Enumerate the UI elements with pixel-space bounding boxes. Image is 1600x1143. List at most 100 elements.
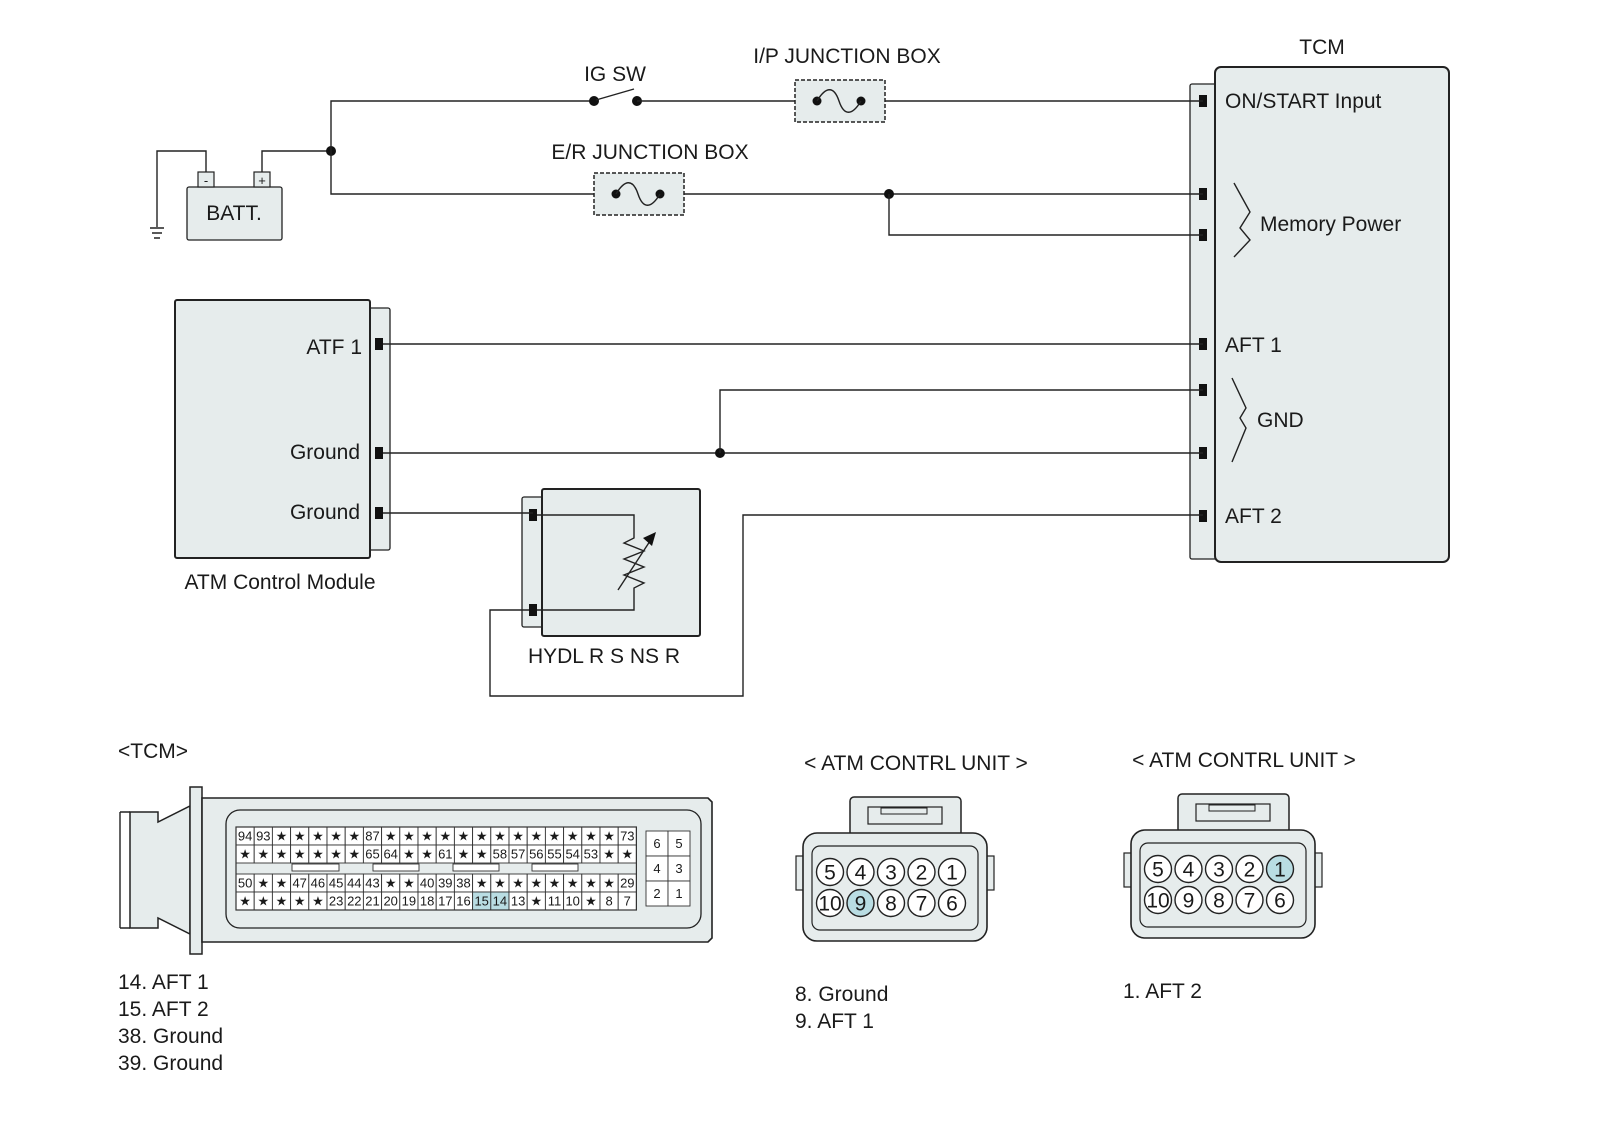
atm-terminal-atf1 xyxy=(375,338,383,350)
tcm-aft2-label: AFT 2 xyxy=(1225,505,1282,528)
atm-unit-a-housing xyxy=(802,832,988,942)
tcm-pin-label: 58 xyxy=(493,847,507,862)
tcm-pin-label: 44 xyxy=(347,876,361,891)
memory-power-brace xyxy=(1233,182,1251,258)
atm-unit-b-pin xyxy=(1204,854,1234,884)
atm-unit-b-pin-label: 5 xyxy=(1152,859,1164,882)
er-junction-box-label: E/R JUNCTION BOX xyxy=(551,141,748,164)
atm-unit-b-pin xyxy=(1265,854,1295,884)
atm-unit-b-pin-label: 8 xyxy=(1213,890,1225,913)
tcm-pin-label: ★ xyxy=(530,894,542,909)
ground-wire-1 xyxy=(719,389,1203,453)
atm-unit-b-pin-label: 7 xyxy=(1244,890,1256,913)
atm-unit-b-pin-label: 9 xyxy=(1183,890,1195,913)
atm-unit-a-title: < ATM CONTRL UNIT > xyxy=(804,752,1028,775)
tcm-pin-label: 20 xyxy=(383,894,397,909)
atm-ground-2-label: Ground xyxy=(290,501,360,524)
tcm-pin-label: ★ xyxy=(403,876,415,891)
tcm-pin-label: ★ xyxy=(603,829,615,844)
tcm-pin-label: ★ xyxy=(512,829,524,844)
atm-unit-a-pin-area xyxy=(811,845,979,931)
ip-fuse-icon xyxy=(816,89,862,113)
tcm-pin-label: ★ xyxy=(549,829,561,844)
tcm-pin-label: ★ xyxy=(458,829,470,844)
atm-unit-a-pin xyxy=(815,857,845,887)
tcm-title: TCM xyxy=(1299,36,1345,59)
tcm-pin-label: 45 xyxy=(329,876,343,891)
tcm-pin-label: ★ xyxy=(294,829,306,844)
tcm-pin-label: 14 xyxy=(493,894,507,909)
tcm-pin-label: ★ xyxy=(330,847,342,862)
tcm-aft1-label: AFT 1 xyxy=(1225,334,1282,357)
atm-unit-b-pin xyxy=(1174,854,1203,884)
atm-unit-b-pin-label: 4 xyxy=(1183,859,1195,882)
atm-unit-a-pin-label: 5 xyxy=(824,862,836,885)
tcm-pin-label: 87 xyxy=(365,829,379,844)
tcm-connector-title: <TCM> xyxy=(118,740,188,763)
er-fuse-icon xyxy=(615,182,661,206)
tcm-pin-label: ★ xyxy=(403,829,415,844)
tcm-pin-label: ★ xyxy=(294,847,306,862)
tcm-pin-label: 46 xyxy=(311,876,325,891)
tcm-pin-label: ★ xyxy=(348,847,360,862)
tcm-key-slot xyxy=(452,863,500,872)
tcm-key-slot xyxy=(291,863,340,872)
atm-ground-1-label: Ground xyxy=(290,441,360,464)
atm-unit-a-pin xyxy=(937,857,967,887)
tcm-connector-tab xyxy=(119,811,130,929)
tcm-side-pin-label: 1 xyxy=(675,886,682,901)
tcm-gnd-label: GND xyxy=(1257,409,1304,432)
tcm-pin-label: ★ xyxy=(421,829,433,844)
tcm-pin-label: 39 xyxy=(438,876,452,891)
atm-unit-a-pin xyxy=(907,888,936,918)
atm-unit-a-lock-detail xyxy=(880,807,928,815)
battery xyxy=(186,186,283,241)
atm-unit-a-pin-label: 2 xyxy=(916,862,928,885)
sensor-terminal-1 xyxy=(529,509,537,521)
aft2-wire xyxy=(489,514,1203,697)
gnd-brace xyxy=(1231,377,1247,463)
atm-unit-b-pin-label: 10 xyxy=(1146,890,1169,913)
hydraulic-sensor xyxy=(541,488,701,637)
sensor-caption: HYDL R S NS R xyxy=(528,645,680,668)
ig-switch-contact-a xyxy=(589,96,599,106)
tcm-side-pin-label: 3 xyxy=(675,861,682,876)
tcm-pin-label: 73 xyxy=(620,829,634,844)
tcm-pin-label: ★ xyxy=(530,876,542,891)
variable-resistor-arrow-icon xyxy=(617,537,653,591)
atm-unit-b-pin-label: 3 xyxy=(1213,859,1225,882)
tcm-pin-label: 43 xyxy=(365,876,379,891)
atm-unit-b-housing xyxy=(1130,829,1316,939)
tcm-legend-line-1: 14. AFT 1 xyxy=(118,971,209,994)
ip-junction-box xyxy=(794,79,886,123)
tcm-pin-label: 18 xyxy=(420,894,434,909)
tcm-pin-label: 57 xyxy=(511,847,525,862)
tcm-pin-label: ★ xyxy=(276,876,288,891)
tcm-pin-label: 29 xyxy=(620,876,634,891)
atm-unit-b-pin xyxy=(1143,885,1173,915)
atm-unit-a-lock-slot xyxy=(867,806,943,825)
tcm-pin-label: ★ xyxy=(476,829,488,844)
tcm-pin-label: ★ xyxy=(585,894,597,909)
tcm-connector-latch xyxy=(129,804,191,936)
tcm-pin-label: 54 xyxy=(565,847,579,862)
tcm-pin-label: ★ xyxy=(585,876,597,891)
ig-switch-label: IG SW xyxy=(584,63,646,86)
tcm-terminal-aft2 xyxy=(1199,510,1207,522)
er-feed-wire xyxy=(330,151,594,195)
variable-resistor-arrowhead-icon xyxy=(643,532,656,546)
ig-switch-blade xyxy=(595,88,635,101)
atm-terminal-ground-1 xyxy=(375,447,383,459)
tcm-pin-label: ★ xyxy=(276,847,288,862)
atm-unit-a-legend-line-1: 8. Ground xyxy=(795,983,888,1006)
tcm-pin-label: ★ xyxy=(549,876,561,891)
tcm-pin-label: 23 xyxy=(329,894,343,909)
tcm-pin-label: ★ xyxy=(276,894,288,909)
tcm-pin-label: ★ xyxy=(458,847,470,862)
tcm-pin-label: 17 xyxy=(438,894,452,909)
atm-unit-a-pin xyxy=(846,857,875,887)
tcm-pin-label: ★ xyxy=(276,829,288,844)
